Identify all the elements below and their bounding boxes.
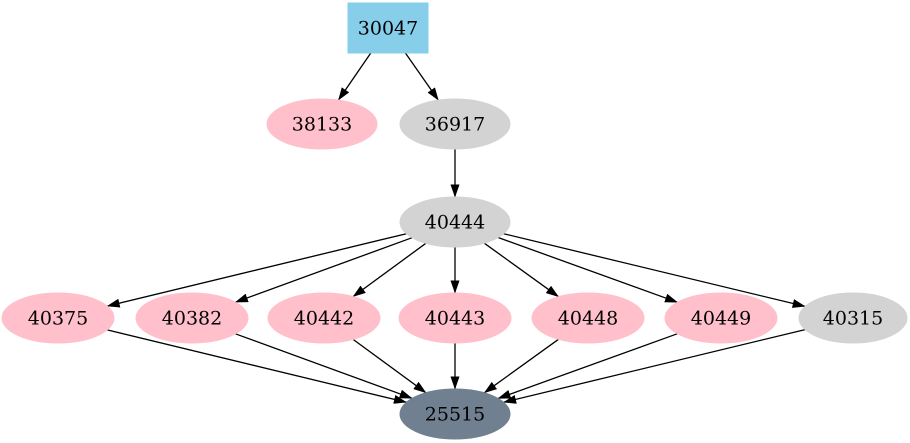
node-label: 40449 — [691, 308, 751, 330]
node-shape — [531, 292, 645, 344]
node-label: 40444 — [425, 212, 485, 234]
graph-node-40375: 40375 — [1, 292, 115, 344]
node-shape — [399, 98, 511, 150]
edge-40444-40375 — [106, 233, 407, 308]
node-shape — [267, 292, 381, 344]
edges-layer — [106, 52, 806, 404]
edge-40382-25515 — [235, 333, 413, 399]
node-label: 40382 — [162, 308, 222, 330]
graph-node-25515: 25515 — [399, 388, 511, 440]
node-label: 25515 — [425, 404, 485, 426]
edge-40444-40315 — [503, 233, 806, 308]
node-label: 38133 — [292, 114, 352, 136]
edge-40444-40382 — [234, 237, 413, 303]
graph-node-36917: 36917 — [399, 98, 511, 150]
node-shape — [399, 196, 511, 248]
edge-40448-25515 — [483, 338, 559, 394]
node-shape — [798, 292, 908, 344]
graph-node-40444: 40444 — [399, 196, 511, 248]
edge-40444-40448 — [483, 242, 559, 298]
graph-node-40442: 40442 — [267, 292, 381, 344]
edge-40444-40449 — [497, 236, 678, 303]
node-shape — [398, 292, 512, 344]
node-shape — [347, 2, 429, 54]
node-label: 36917 — [425, 114, 485, 136]
edge-30047-38133 — [337, 52, 372, 101]
node-label: 40442 — [294, 308, 354, 330]
node-label: 40443 — [425, 308, 485, 330]
node-shape — [399, 388, 511, 440]
graph-node-40315: 40315 — [798, 292, 908, 344]
graph-node-40448: 40448 — [531, 292, 645, 344]
node-label: 40375 — [28, 308, 88, 330]
graph-node-40382: 40382 — [135, 292, 249, 344]
node-label: 40448 — [558, 308, 618, 330]
edge-40315-25515 — [503, 328, 806, 404]
edge-30047-36917 — [404, 52, 439, 101]
graph-node-40449: 40449 — [664, 292, 778, 344]
node-shape — [266, 98, 378, 150]
node-label: 40315 — [823, 308, 883, 330]
node-label: 30047 — [358, 18, 418, 40]
edge-40442-25515 — [352, 338, 427, 394]
node-shape — [1, 292, 115, 344]
graph-node-38133: 38133 — [266, 98, 378, 150]
graph-node-30047: 30047 — [347, 2, 429, 54]
edge-40444-40442 — [352, 242, 427, 298]
node-shape — [664, 292, 778, 344]
graph-node-40443: 40443 — [398, 292, 512, 344]
edge-40375-25515 — [107, 329, 407, 404]
edge-40449-25515 — [497, 333, 678, 400]
node-shape — [135, 292, 249, 344]
